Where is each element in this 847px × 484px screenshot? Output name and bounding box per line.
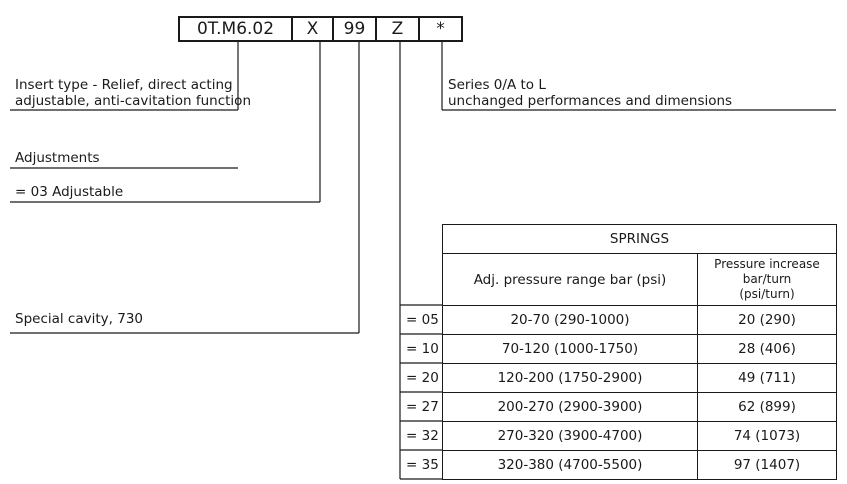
row-range: 320-380 (4700-5500) (442, 450, 698, 480)
adjustments-title: Adjustments (15, 150, 100, 166)
row-range: 70-120 (1000-1750) (442, 334, 698, 364)
table-row: 200-270 (2900-3900) 62 (899) (442, 392, 837, 422)
table-row: 320-380 (4700-5500) 97 (1407) (442, 450, 837, 480)
code-series-box: * (418, 16, 463, 42)
table-row: 270-320 (3900-4700) 74 (1073) (442, 421, 837, 451)
spring-code-10: = 10 (406, 341, 439, 357)
code-series: * (436, 19, 445, 39)
table-row: 120-200 (1750-2900) 49 (711) (442, 363, 837, 393)
col-header-range: Adj. pressure range bar (psi) (442, 253, 698, 306)
row-range: 120-200 (1750-2900) (442, 363, 698, 393)
col-header-increase-line3: (psi/turn) (739, 287, 795, 301)
col-header-increase-line2: bar/turn (742, 272, 792, 286)
row-increase: 28 (406) (697, 334, 837, 364)
code-base: 0T.M6.02 (196, 19, 275, 39)
spring-code-05: = 05 (406, 312, 439, 328)
row-range: 200-270 (2900-3900) (442, 392, 698, 422)
row-increase: 97 (1407) (697, 450, 837, 480)
insert-type-line2: adjustable, anti-cavitation function (15, 93, 251, 109)
row-increase: 20 (290) (697, 305, 837, 335)
springs-table: SPRINGS Adj. pressure range bar (psi) Pr… (442, 224, 837, 480)
adjustments-value: = 03 Adjustable (15, 184, 124, 200)
code-cavity-box: 99 (332, 16, 377, 42)
series-line2: unchanged performances and dimensions (448, 93, 733, 109)
spring-code-35: = 35 (406, 457, 439, 473)
col-header-increase-line1: Pressure increase (714, 257, 820, 271)
code-cavity: 99 (343, 19, 366, 39)
insert-type-label: Insert type - Relief, direct acting adju… (15, 77, 251, 109)
code-type-box: X (291, 16, 334, 42)
row-range: 20-70 (290-1000) (442, 305, 698, 335)
row-increase: 49 (711) (697, 363, 837, 393)
table-row: 20-70 (290-1000) 20 (290) (442, 305, 837, 335)
special-cavity-label: Special cavity, 730 (15, 311, 143, 327)
row-increase: 74 (1073) (697, 421, 837, 451)
code-spring: Z (391, 19, 404, 39)
insert-type-line1: Insert type - Relief, direct acting (15, 77, 233, 93)
code-type: X (306, 19, 319, 39)
table-row: 70-120 (1000-1750) 28 (406) (442, 334, 837, 364)
row-range: 270-320 (3900-4700) (442, 421, 698, 451)
spring-code-20: = 20 (406, 370, 439, 386)
row-increase: 62 (899) (697, 392, 837, 422)
series-label: Series 0/A to L unchanged performances a… (448, 77, 732, 109)
springs-title: SPRINGS (442, 224, 837, 254)
code-spring-box: Z (375, 16, 420, 42)
code-base-box: 0T.M6.02 (178, 16, 293, 42)
spring-code-27: = 27 (406, 399, 439, 415)
col-header-increase: Pressure increase bar/turn (psi/turn) (697, 253, 837, 306)
spring-code-32: = 32 (406, 428, 439, 444)
series-line1: Series 0/A to L (448, 77, 546, 93)
